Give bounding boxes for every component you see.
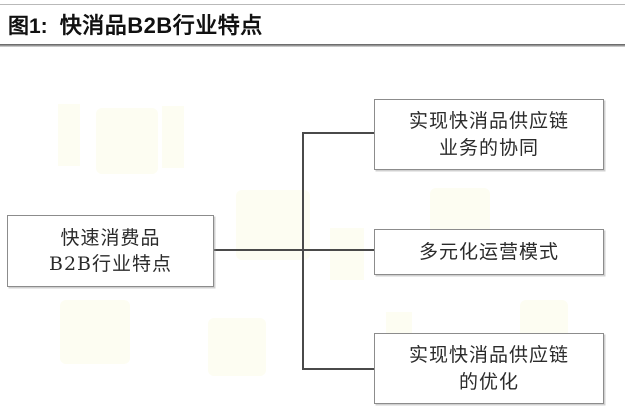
node-branch-3-text: 实现快消品供应链 的优化 [409, 342, 569, 394]
connector-spine [302, 132, 304, 370]
node-branch-2-line-1: 多元化运营模式 [418, 240, 559, 263]
figure-number-label: 图1: [8, 14, 48, 38]
node-branch-2-text: 多元化运营模式 [419, 239, 559, 265]
watermark-blotch [58, 104, 80, 166]
watermark-blotch [96, 108, 158, 174]
node-branch-2: 多元化运营模式 [374, 229, 604, 275]
node-branch-1: 实现快消品供应链 业务的协同 [374, 99, 604, 170]
node-branch-1-line-1: 实现快消品供应链 [408, 110, 569, 133]
header-bottom-rule [0, 44, 625, 47]
node-root: 快速消费品 B2B行业特点 [7, 215, 214, 287]
node-branch-3: 实现快消品供应链 的优化 [374, 333, 604, 404]
node-root-line-1: 快速消费品 [60, 226, 161, 249]
connector-branch-1 [302, 132, 375, 134]
watermark-blotch [60, 300, 130, 364]
figure-header: 图1: 快消品B2B行业特点 [8, 11, 263, 41]
header-top-rule [0, 4, 625, 5]
node-root-line-2: B2B行业特点 [48, 253, 172, 275]
figure-title: 快消品B2B行业特点 [59, 13, 263, 38]
node-branch-3-line-1: 实现快消品供应链 [408, 344, 569, 367]
node-branch-1-text: 实现快消品供应链 业务的协同 [409, 108, 569, 160]
watermark-blotch [162, 106, 184, 168]
node-branch-3-line-2: 的优化 [458, 370, 519, 393]
connector-root-to-spine [214, 249, 304, 251]
watermark-blotch [330, 228, 364, 280]
node-branch-1-line-2: 业务的协同 [438, 136, 539, 159]
node-root-text: 快速消费品 B2B行业特点 [49, 225, 172, 277]
connector-branch-3 [302, 368, 375, 370]
watermark-blotch [208, 318, 266, 376]
connector-branch-2 [302, 249, 375, 251]
